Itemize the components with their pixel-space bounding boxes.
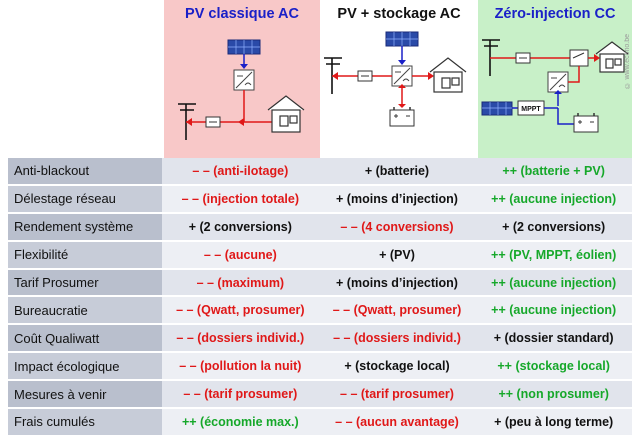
table-cell: – – (4 conversions) xyxy=(318,212,476,242)
table-row: Rendement système+ (2 conversions)– – (4… xyxy=(8,212,632,242)
inverter-icon xyxy=(547,71,569,93)
table-row: Tarif Prosumer– – (maximum)+ (moins d’in… xyxy=(8,268,632,298)
comparison-table: Anti-blackout– – (anti-ilotage)+ (batter… xyxy=(8,158,632,437)
table-cell: – – (anti-ilotage) xyxy=(162,158,319,186)
table-cell: + (moins d’injection) xyxy=(318,184,476,214)
table-cell: – – (pollution la nuit) xyxy=(162,352,319,382)
table-cell: – – (injection totale) xyxy=(162,184,319,214)
solar-panel-icon xyxy=(481,101,513,116)
row-label: Coût Qualiwatt xyxy=(8,324,162,354)
table-cell: ++ (batterie + PV) xyxy=(475,158,632,186)
header-title-pv-stockage: PV + stockage AC xyxy=(337,6,461,22)
watermark-text: © www.ecorio.be xyxy=(624,34,631,89)
table-cell: + (dossier standard) xyxy=(475,324,632,354)
table-cell: + (moins d’injection) xyxy=(318,268,476,298)
table-row: Impact écologique– – (pollution la nuit)… xyxy=(8,352,632,382)
table-row: Délestage réseau– – (injection totale)+ … xyxy=(8,184,632,214)
solar-panel-icon xyxy=(385,31,419,47)
table-cell: – – (aucun avantage) xyxy=(318,408,476,437)
table-row: Coût Qualiwatt– – (dossiers individ.)– –… xyxy=(8,324,632,354)
header-pv-classique: PV classique AC xyxy=(164,0,320,158)
table-row: Frais cumulés++ (économie max.)– – (aucu… xyxy=(8,408,632,437)
table-cell: + (2 conversions) xyxy=(475,212,632,242)
transfer-switch-icon xyxy=(569,49,589,67)
inverter-icon xyxy=(233,69,255,91)
battery-icon xyxy=(573,113,599,133)
table-cell: – – (tarif prosumer) xyxy=(318,380,476,410)
table-cell: + (batterie) xyxy=(318,158,476,186)
row-label: Flexibilité xyxy=(8,240,162,270)
table-cell: + (stockage local) xyxy=(318,352,476,382)
table-cell: – – (dossiers individ.) xyxy=(318,324,476,354)
diagram-zero-injection: MPPT xyxy=(481,39,629,133)
table-cell: – – (Qwatt, prosumer) xyxy=(318,296,476,326)
table-row: Flexibilité– – (aucune)+ (PV)++ (PV, MPP… xyxy=(8,240,632,270)
row-label: Mesures à venir xyxy=(8,380,162,410)
comparison-table-body: Anti-blackout– – (anti-ilotage)+ (batter… xyxy=(8,158,632,437)
table-cell: ++ (aucune injection) xyxy=(475,296,632,326)
table-cell: ++ (aucune injection) xyxy=(475,184,632,214)
row-label: Impact écologique xyxy=(8,352,162,382)
header-title-zero-injection: Zéro-injection CC xyxy=(494,6,616,22)
row-label: Tarif Prosumer xyxy=(8,268,162,298)
table-cell: + (PV) xyxy=(318,240,476,270)
diagram-pv-classique xyxy=(178,39,305,140)
table-cell: – – (tarif prosumer) xyxy=(162,380,319,410)
table-cell: – – (maximum) xyxy=(162,268,319,298)
header-zero-injection: Zéro-injection CC xyxy=(478,0,632,158)
row-label: Frais cumulés xyxy=(8,408,162,437)
table-cell: ++ (stockage local) xyxy=(475,352,632,382)
table-cell: – – (Qwatt, prosumer) xyxy=(162,296,319,326)
diagram-pv-stockage xyxy=(324,31,467,127)
row-label: Délestage réseau xyxy=(8,184,162,214)
table-cell: ++ (aucune injection) xyxy=(475,268,632,298)
table-cell: ++ (non prosumer) xyxy=(475,380,632,410)
row-label: Anti-blackout xyxy=(8,158,162,186)
table-row: Anti-blackout– – (anti-ilotage)+ (batter… xyxy=(8,158,632,186)
mppt-label: MPPT xyxy=(521,106,541,113)
house-icon xyxy=(429,57,467,93)
table-cell: – – (aucune) xyxy=(162,240,319,270)
table-cell: ++ (PV, MPPT, éolien) xyxy=(475,240,632,270)
table-row: Bureaucratie– – (Qwatt, prosumer)– – (Qw… xyxy=(8,296,632,326)
row-label: Bureaucratie xyxy=(8,296,162,326)
comparison-figure: PV classique AC xyxy=(8,0,632,437)
meter-icon xyxy=(515,52,531,64)
table-row: Mesures à venir– – (tarif prosumer)– – (… xyxy=(8,380,632,410)
table-cell: – – (dossiers individ.) xyxy=(162,324,319,354)
inverter-icon xyxy=(391,65,413,87)
header-pv-stockage: PV + stockage AC xyxy=(320,0,478,158)
row-label: Rendement système xyxy=(8,212,162,242)
table-cell: + (2 conversions) xyxy=(162,212,319,242)
mppt-controller-icon: MPPT xyxy=(517,100,545,116)
house-icon xyxy=(595,41,629,73)
meter-icon xyxy=(357,70,373,82)
header-title-pv-classique: PV classique AC xyxy=(185,6,299,22)
house-icon xyxy=(267,95,305,133)
meter-icon xyxy=(205,116,221,128)
battery-icon xyxy=(389,107,415,127)
table-cell: + (peu à long terme) xyxy=(475,408,632,437)
solar-panel-icon xyxy=(227,39,261,55)
table-cell: ++ (économie max.) xyxy=(162,408,319,437)
